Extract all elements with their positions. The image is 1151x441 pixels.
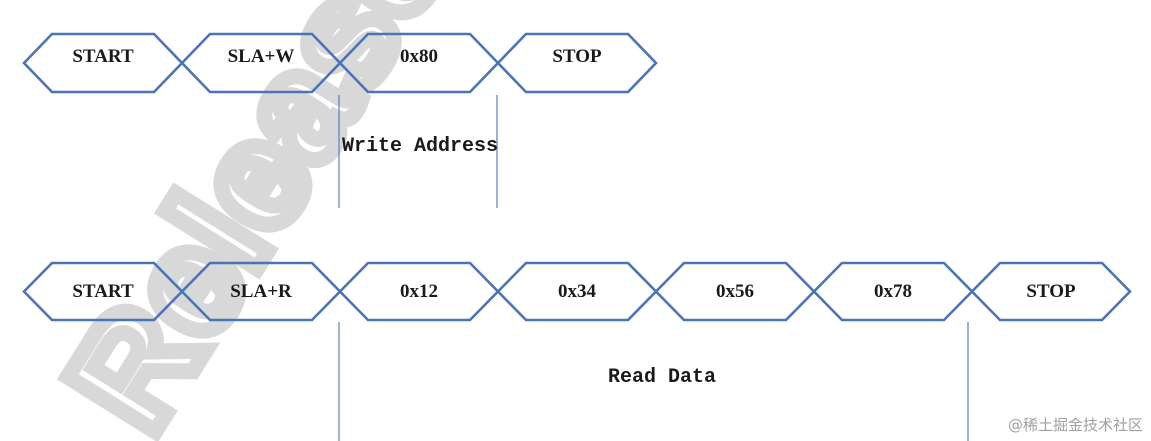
segment-label-start: START (72, 46, 134, 67)
segment-label-0x80: 0x80 (400, 46, 438, 67)
write-address-label: Write Address (342, 135, 498, 158)
write-segments: START SLA+W 0x80 STOP (22, 32, 658, 94)
segment-label-0x78: 0x78 (874, 281, 912, 302)
segment-label-0x34: 0x34 (558, 281, 597, 302)
segment-label-0x56: 0x56 (716, 281, 754, 302)
segment-label-sla-r: SLA+R (230, 281, 292, 302)
read-segments: START SLA+R 0x12 0x34 0x56 0x78 STOP (22, 261, 1132, 322)
frame-segment-stop-3 (496, 32, 658, 94)
segment-label-stop: STOP (1026, 281, 1076, 302)
segment-label-start: START (72, 281, 134, 302)
frame-segment-stop-6 (970, 261, 1132, 322)
write-transaction: START SLA+W 0x80 STOP Write Address (22, 32, 658, 208)
source-credit: @稀土掘金技术社区 (1007, 416, 1143, 434)
segment-label-0x12: 0x12 (400, 281, 438, 302)
segment-label-stop: STOP (552, 46, 602, 67)
read-transaction: START SLA+R 0x12 0x34 0x56 0x78 STOP Read Data (22, 261, 1132, 441)
read-data-label: Read Data (608, 366, 716, 389)
segment-label-sla-w: SLA+W (228, 46, 295, 67)
